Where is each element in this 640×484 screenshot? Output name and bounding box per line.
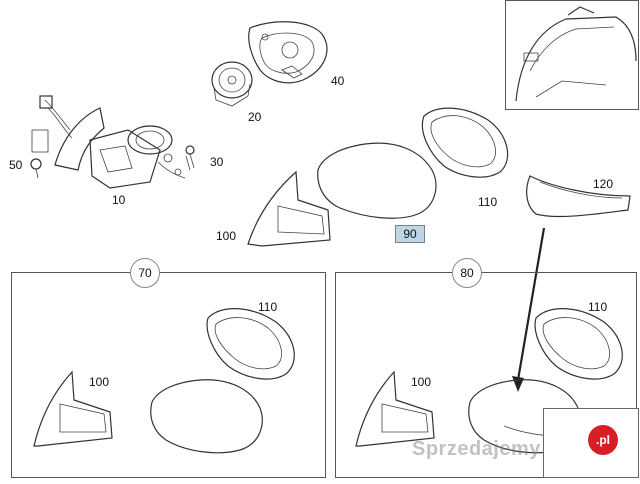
part-110-top-label: 110 bbox=[478, 195, 498, 209]
panel-70-part-110-label: 110 bbox=[258, 300, 278, 314]
panel-70-drawing bbox=[33, 308, 295, 454]
part-10-label: 10 bbox=[112, 193, 126, 207]
panel-70 bbox=[11, 272, 326, 478]
part-40-glass-holder bbox=[248, 21, 328, 84]
part-20-motor bbox=[211, 61, 253, 107]
brand-logo-icon: .pl bbox=[588, 425, 618, 455]
part-50-label: 50 bbox=[9, 158, 23, 172]
part-110-frame-top bbox=[421, 107, 509, 178]
part-40-label: 40 bbox=[331, 74, 345, 88]
panel-80-part-100-label: 100 bbox=[411, 375, 432, 389]
part-120-label: 120 bbox=[593, 177, 614, 191]
part-20-label: 20 bbox=[248, 110, 262, 124]
panel-80-part-110-label: 110 bbox=[588, 300, 608, 314]
part-100-cover-top bbox=[247, 170, 331, 247]
panel-80-badge: 80 bbox=[452, 258, 482, 288]
part-30-screw bbox=[185, 145, 195, 171]
part-30-label: 30 bbox=[210, 155, 224, 169]
part-90-mirror-housing bbox=[317, 142, 437, 219]
panel-70-badge: 70 bbox=[130, 258, 160, 288]
part-100-top-label: 100 bbox=[216, 229, 237, 243]
vehicle-inset bbox=[505, 0, 639, 110]
part-10-mirror-base bbox=[31, 95, 186, 189]
part-90-label: 90 bbox=[395, 225, 425, 243]
part-50-screw bbox=[30, 158, 42, 179]
panel-80 bbox=[335, 272, 637, 478]
car-outline-icon bbox=[515, 6, 637, 102]
part-120-indicator bbox=[526, 175, 631, 218]
panel-70-part-100-label: 100 bbox=[89, 375, 110, 389]
watermark: Sprzedajemy bbox=[412, 438, 541, 460]
